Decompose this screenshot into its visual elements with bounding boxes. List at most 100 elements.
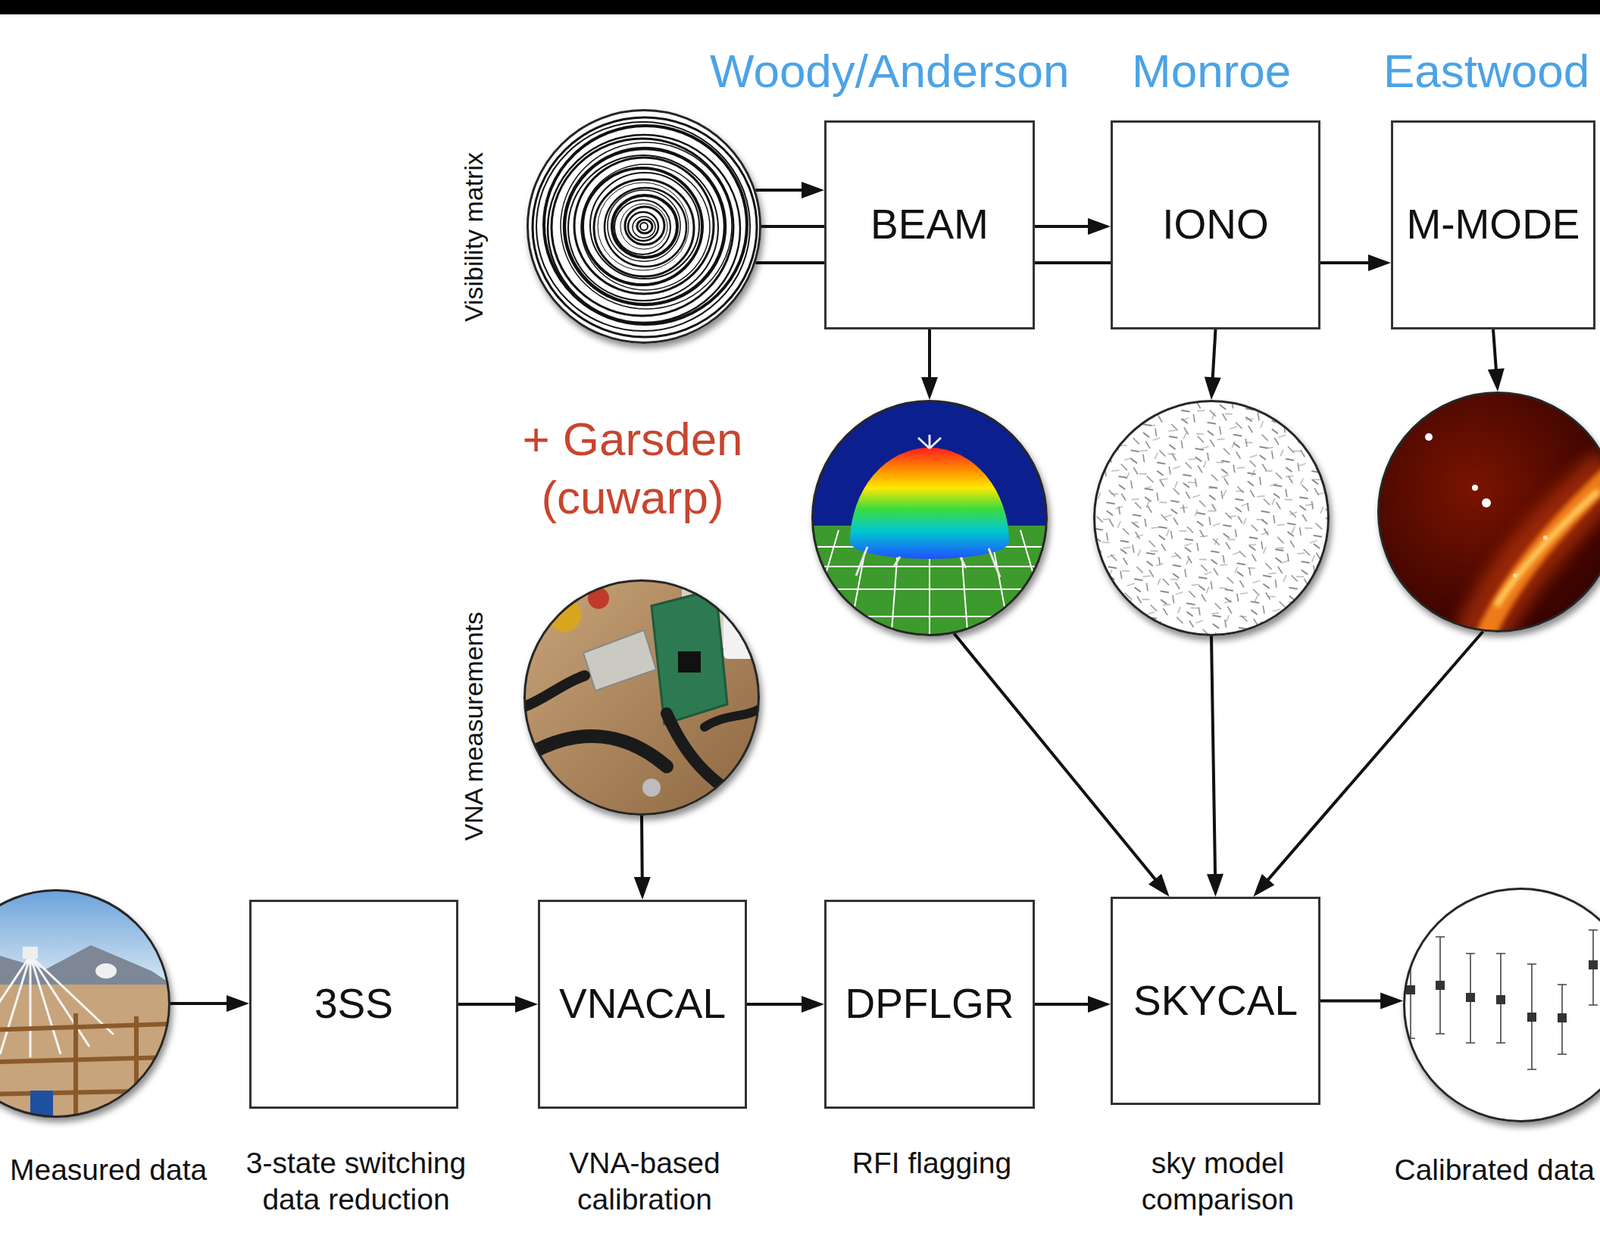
image-circle bbox=[1377, 391, 1600, 633]
box-label: BEAM bbox=[870, 200, 989, 249]
connector bbox=[746, 996, 825, 1013]
caption: 3-state switching data reduction bbox=[231, 1145, 482, 1219]
vna-photo-part bbox=[522, 675, 766, 805]
visibility-rings-part bbox=[574, 157, 714, 294]
connector bbox=[1206, 636, 1224, 897]
arrow-head bbox=[1206, 874, 1224, 897]
calibrated-plot-part-part bbox=[1527, 964, 1537, 1070]
caption: Measured data bbox=[9, 1152, 207, 1189]
process-box: M-MODE bbox=[1390, 120, 1596, 330]
vna-photo-part bbox=[587, 587, 610, 610]
calibrated-plot-part-part bbox=[1435, 981, 1445, 991]
process-box: VNACALVNA-based calibration bbox=[537, 900, 747, 1110]
calibrated-plot-part-part bbox=[1588, 930, 1598, 1006]
team-label: Eastwood bbox=[1383, 43, 1590, 98]
visibility-rings-part bbox=[593, 179, 694, 277]
image-circle: Calibrated data bbox=[1403, 887, 1600, 1123]
arrow-head bbox=[1380, 993, 1404, 1010]
connector bbox=[1487, 329, 1505, 392]
caption-holder: VNA-based calibration bbox=[523, 1145, 766, 1219]
connector-line bbox=[928, 329, 932, 379]
caption-holder: sky model comparison bbox=[1096, 1145, 1340, 1219]
visibility-rings-part bbox=[640, 222, 648, 231]
process-box: BEAM bbox=[824, 120, 1035, 330]
connector-line bbox=[1034, 1003, 1090, 1007]
image-circle: Visibility matrix bbox=[526, 109, 762, 344]
arrow-head bbox=[1368, 254, 1391, 272]
vna-photo-part bbox=[651, 589, 728, 725]
site-photo-part bbox=[30, 1090, 54, 1119]
caption: RFI flagging bbox=[852, 1145, 1012, 1182]
connector-line bbox=[746, 1003, 804, 1007]
visibility-rings-part bbox=[582, 168, 703, 285]
beam-render bbox=[803, 400, 1057, 655]
visibility-rings-part bbox=[590, 172, 700, 279]
calibrated-plot-part bbox=[1406, 930, 1598, 1070]
arrow-head bbox=[515, 996, 538, 1013]
top-bar bbox=[0, 0, 1600, 15]
vna-photo-part bbox=[678, 651, 701, 673]
site-photo-part bbox=[95, 963, 117, 979]
image-circle: Measured data bbox=[0, 889, 171, 1119]
image-circle bbox=[1093, 400, 1330, 637]
beam-render-part-part bbox=[856, 546, 1000, 578]
connector-line bbox=[170, 1002, 229, 1006]
connector-line bbox=[1320, 1000, 1382, 1004]
m-mode-map-part bbox=[1471, 484, 1479, 491]
process-box: IONO bbox=[1110, 120, 1321, 330]
iono-field-part bbox=[1093, 400, 1330, 637]
calibrated-plot-part-part bbox=[1588, 960, 1598, 970]
team-label: Woody/Anderson bbox=[709, 43, 1069, 98]
m-mode-map-part bbox=[1496, 490, 1599, 607]
connector bbox=[1204, 329, 1222, 400]
label-holder: + Garsden (cuwarp) bbox=[496, 409, 769, 527]
arrow-head bbox=[1087, 218, 1111, 235]
calibrated-plot-part-part bbox=[1465, 953, 1475, 1044]
vna-photo-part-part bbox=[530, 736, 667, 767]
connector-line bbox=[1267, 631, 1484, 882]
arrow-head bbox=[1253, 874, 1275, 897]
visibility-rings-part bbox=[564, 148, 725, 305]
site-photo-part-part bbox=[0, 1013, 137, 1119]
calibrated-plot bbox=[1403, 887, 1600, 1125]
vna-photo-part bbox=[547, 598, 582, 632]
connector-line bbox=[1493, 329, 1497, 371]
site-photo-part bbox=[0, 1013, 171, 1119]
process-box: 3SS3-state switching data reduction bbox=[249, 900, 459, 1110]
connector-line bbox=[755, 188, 804, 192]
arrow-head bbox=[634, 877, 651, 900]
team-label: + Garsden (cuwarp) bbox=[496, 409, 769, 527]
arrow-head bbox=[1148, 874, 1170, 897]
connector bbox=[921, 329, 938, 400]
connector-line bbox=[458, 1003, 517, 1007]
beam-render-part bbox=[850, 447, 1010, 560]
m-mode-map-part bbox=[1512, 573, 1518, 579]
visibility-rings-part bbox=[543, 125, 747, 325]
visibility-rings-part bbox=[581, 164, 710, 291]
site-photo-part bbox=[0, 984, 171, 1122]
connector bbox=[755, 181, 825, 199]
calibrated-plot-part-part bbox=[1527, 1012, 1537, 1022]
visibility-rings-part bbox=[632, 216, 656, 238]
visibility-rings-part bbox=[604, 187, 687, 267]
image-circle bbox=[811, 400, 1048, 637]
side-label-holder: VNA measurements bbox=[458, 612, 490, 841]
connector bbox=[170, 995, 250, 1013]
iono-field bbox=[1093, 400, 1330, 637]
caption: sky model comparison bbox=[1096, 1145, 1340, 1219]
connector bbox=[1034, 996, 1111, 1013]
calibrated-plot-part bbox=[1403, 887, 1600, 1125]
label-holder: Eastwood bbox=[1383, 43, 1590, 98]
connector-line bbox=[1212, 329, 1216, 379]
beam-render-part bbox=[856, 434, 1000, 578]
visibility-rings-part bbox=[568, 155, 719, 301]
connector-line bbox=[1211, 636, 1216, 876]
calibrated-plot-part-part bbox=[1496, 995, 1506, 1005]
visibility-rings-part bbox=[526, 109, 762, 344]
side-label-holder: Visibility matrix bbox=[458, 152, 490, 322]
visibility-rings-part bbox=[607, 190, 681, 262]
connector-line bbox=[640, 815, 644, 879]
